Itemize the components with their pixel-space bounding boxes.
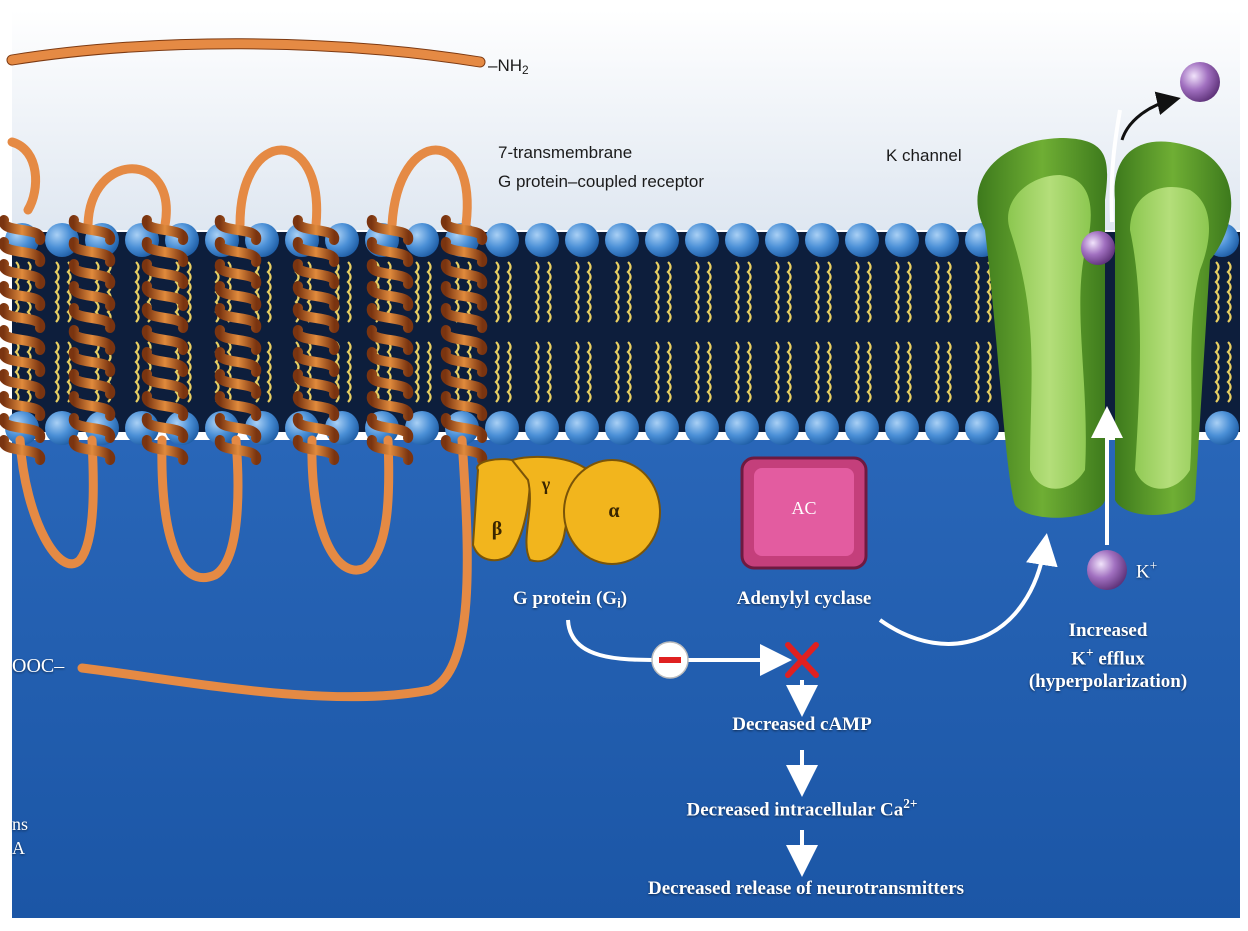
receptor-helices [0, 215, 487, 465]
decreased-calcium-label: Decreased intracellular Ca2+ [686, 796, 918, 821]
decreased-release-label: Decreased release of neurotransmitters [647, 878, 965, 899]
receptor-label-line1: 7-transmembrane [498, 143, 633, 162]
nh2-terminus-label: –NH2 [488, 56, 529, 77]
edge-text-line1: ns [12, 814, 29, 834]
g-protein-label: G protein (Gi) [512, 588, 628, 611]
adenylyl-cyclase-label: Adenylyl cyclase [736, 588, 872, 609]
cooh-terminus-label: OOC– [12, 655, 65, 677]
ac-label: AC [791, 498, 817, 518]
k-ion-outside [1180, 62, 1220, 102]
k-ion-cytoplasm [1087, 550, 1127, 590]
efflux-label-line3: (hyperpolarization) [1028, 671, 1188, 692]
k-channel [977, 138, 1232, 518]
g-protein-gamma-subunit [510, 455, 587, 563]
blocked-x-mark [785, 642, 819, 678]
k-ion-label: K+ [1136, 558, 1158, 583]
k-ion-in-channel [1081, 231, 1115, 265]
k-channel-label: K channel [886, 146, 962, 165]
g-protein-complex [471, 455, 661, 565]
edge-text-line2: A [12, 838, 25, 858]
inhibition-symbol [651, 641, 689, 679]
efflux-label-line2: K+ efflux [1071, 645, 1145, 670]
g-protein-beta-subunit [471, 458, 532, 562]
g-protein-alpha-label: α [608, 500, 620, 522]
receptor-label-line2: G protein–coupled receptor [498, 172, 705, 191]
g-protein-gamma-label: γ [541, 474, 551, 494]
g-protein-alpha-subunit [563, 459, 661, 565]
receptor-loops [6, 38, 486, 702]
g-protein-beta-label: β [491, 518, 503, 540]
decreased-camp-label: Decreased cAMP [732, 714, 872, 735]
efflux-label-line1: Increased [1068, 620, 1148, 641]
